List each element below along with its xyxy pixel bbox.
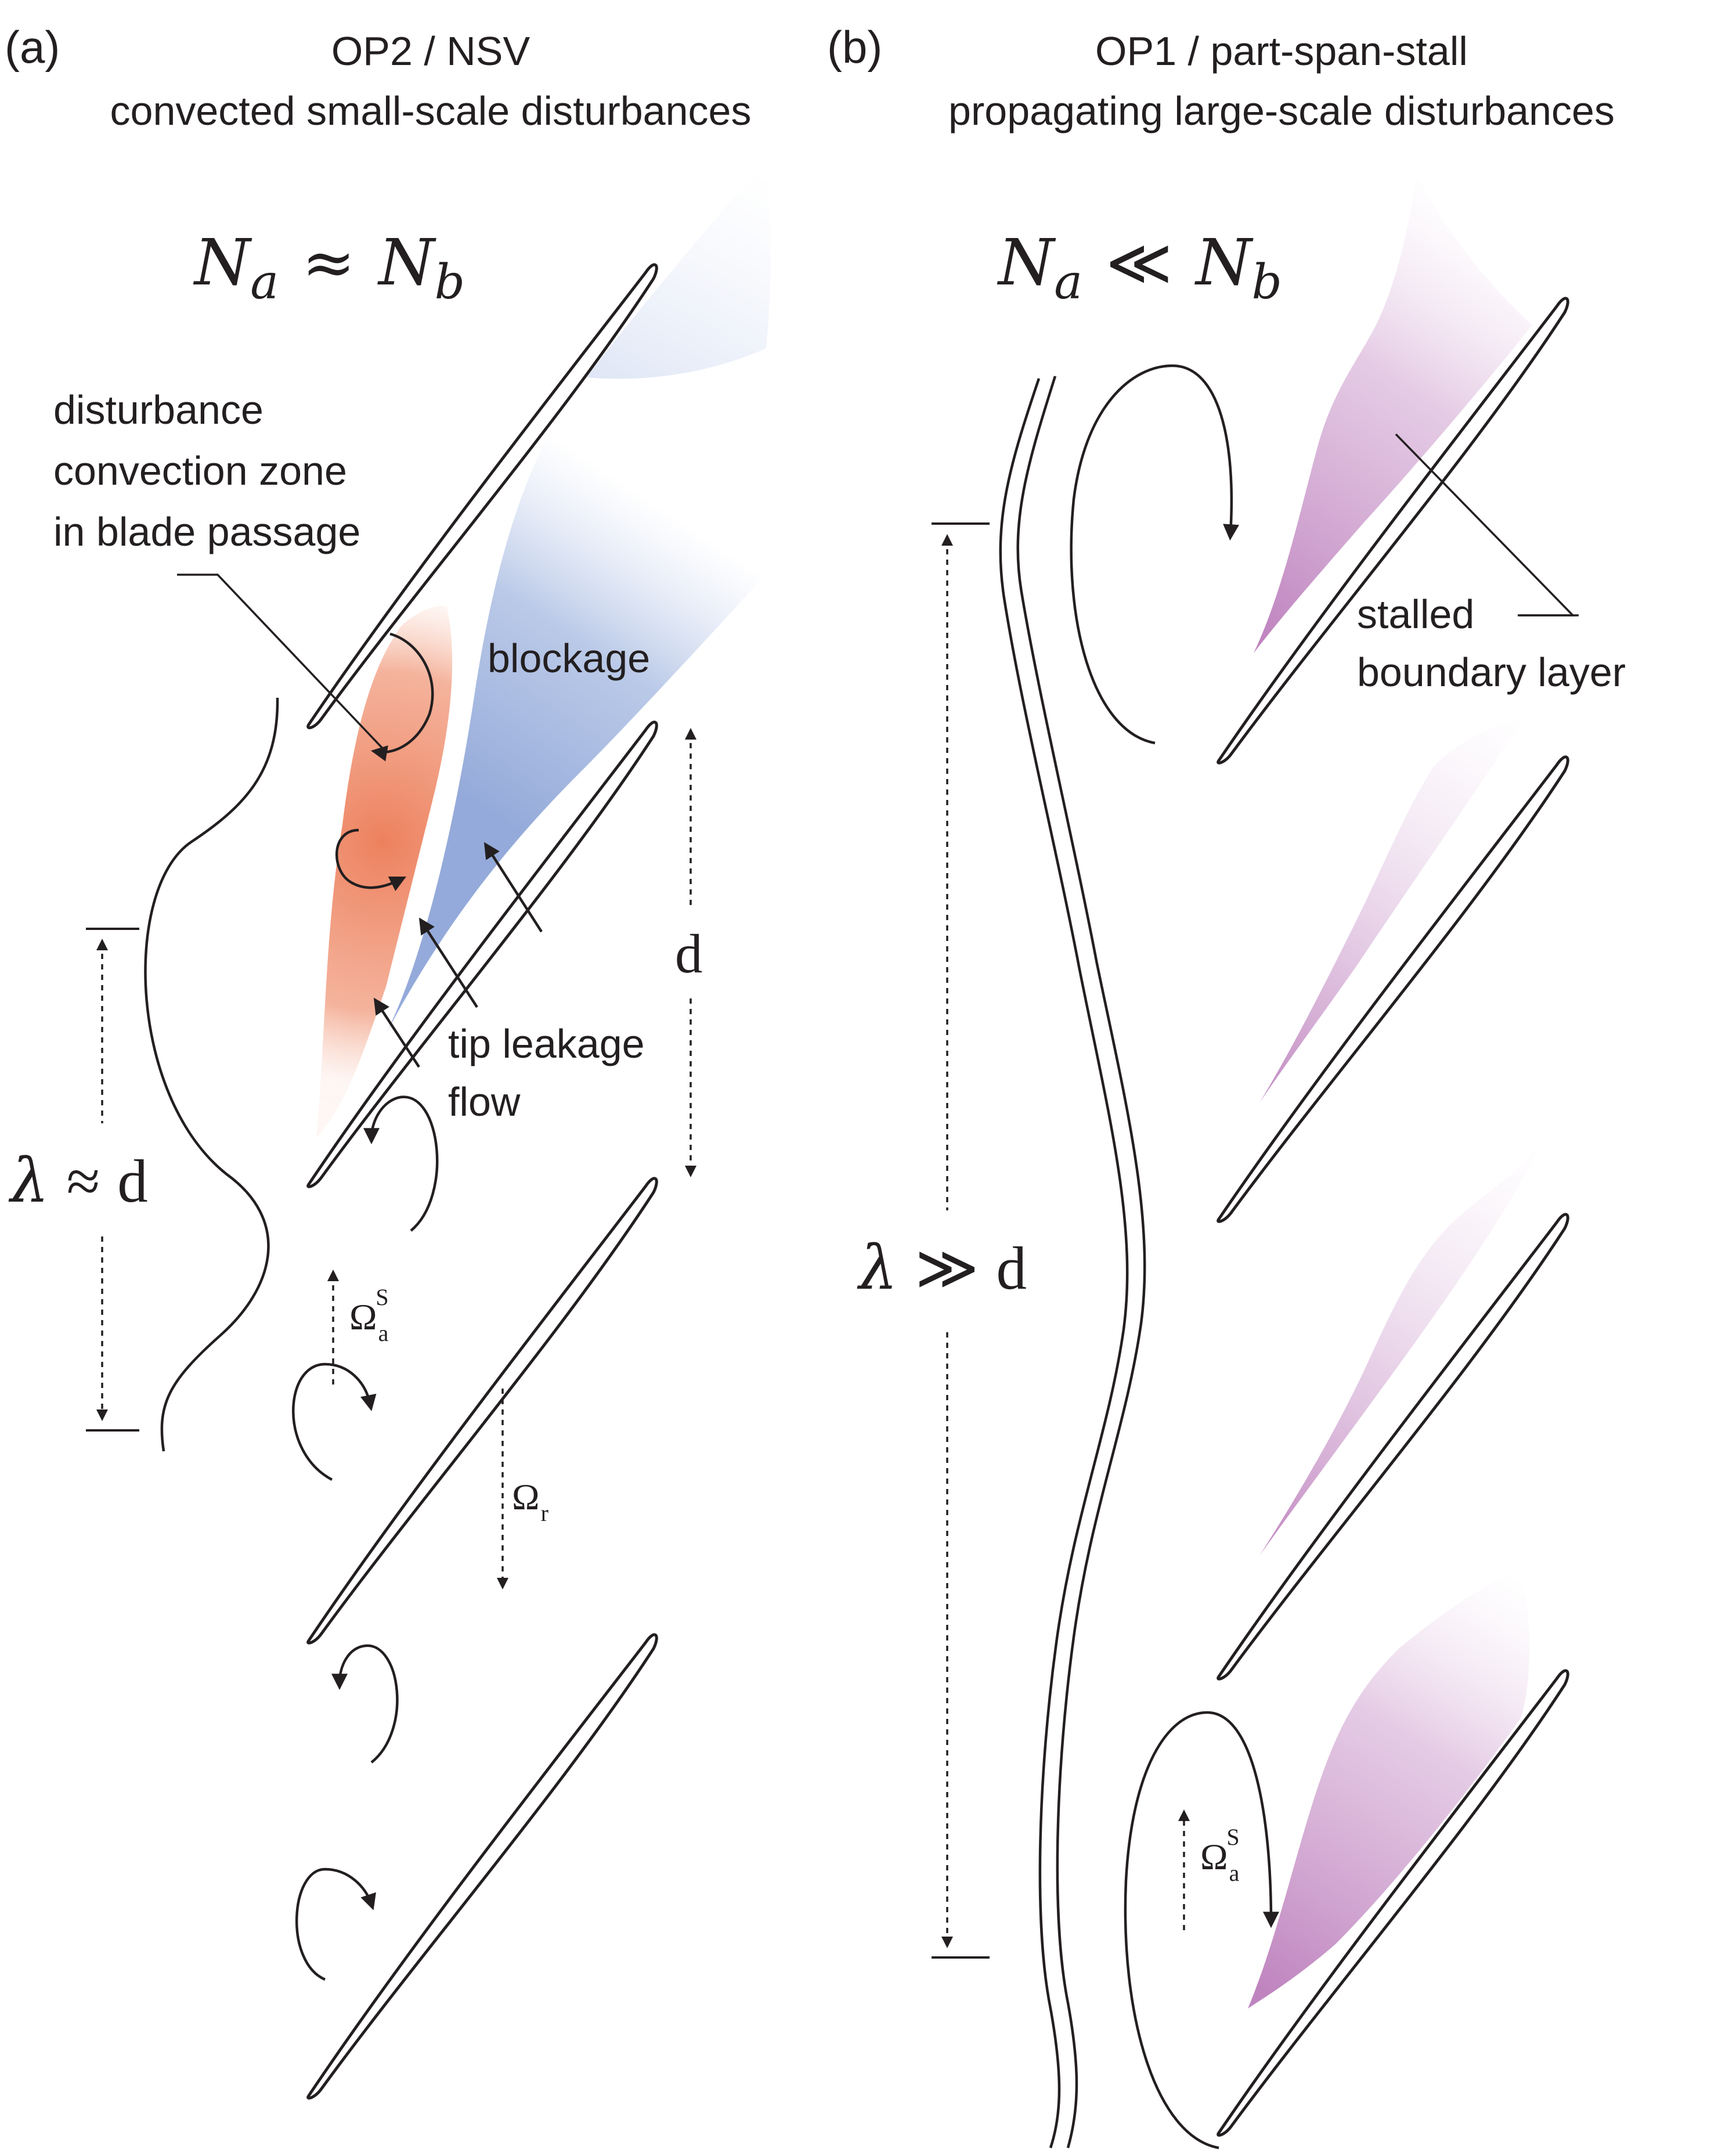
rotor-blade-b-1 xyxy=(1217,297,1569,765)
stalled-boundary-layer-1 xyxy=(1254,174,1532,653)
zone-label: disturbance convection zone in blade pas… xyxy=(53,387,360,554)
omega-a-label: ΩaS xyxy=(349,1284,389,1346)
omega-a-b-superscript: S xyxy=(1226,1824,1239,1850)
omega-r-label: Ωr xyxy=(512,1476,548,1526)
relation-na-symbol: N xyxy=(193,225,252,300)
panel-a-relation: Na ≈ Nb xyxy=(193,225,465,310)
wavelength-relation-a: λ ≈d xyxy=(8,1145,148,1216)
panel-b-tag: (b) xyxy=(827,21,882,73)
vortex-trailing-1 xyxy=(363,1095,439,1232)
wavelength-d-a: d xyxy=(117,1147,148,1215)
wavelength-much-greater-b: ≫ xyxy=(915,1234,979,1302)
rotor-blade-3 xyxy=(306,1177,658,1645)
relation-much-less-operator: ≪ xyxy=(1106,225,1172,300)
wavelength-lambda-b: λ xyxy=(857,1232,898,1303)
omega-a-subscript: a xyxy=(378,1320,389,1346)
vortex-trailing-3 xyxy=(331,1644,399,1764)
omega-r-subscript: r xyxy=(541,1500,548,1526)
wavelength-lambda-a: λ xyxy=(8,1145,49,1216)
omega-a-symbol: Ω xyxy=(349,1296,377,1337)
stalled-layer-label: stalled boundary layer xyxy=(1357,592,1626,695)
panel-a-tag: (a) xyxy=(5,21,60,73)
omega-a-b-symbol: Ω xyxy=(1200,1836,1228,1877)
panel-a: (a) OP2 / NSV convected small-scale dist… xyxy=(5,21,771,2100)
rotor-blade-4 xyxy=(306,1633,658,2100)
stalled-boundary-layer-2 xyxy=(1259,714,1526,1103)
blockage-label: blockage xyxy=(488,636,650,681)
relation-nb-subscript: b xyxy=(435,255,465,310)
vortex-zone-upper xyxy=(370,632,434,762)
relation-b-nb-subscript: b xyxy=(1252,255,1283,310)
tip-leakage-label-line2: flow xyxy=(448,1079,521,1124)
relation-b-na-subscript: a xyxy=(1054,255,1082,310)
relation-approx-operator: ≈ xyxy=(302,225,355,300)
stalled-layer-label-line2: boundary layer xyxy=(1357,650,1626,695)
rotor-blade-b-2 xyxy=(1217,755,1569,1223)
vortex-trailing-4 xyxy=(295,1867,376,1981)
stalled-layer-label-line1: stalled xyxy=(1357,592,1474,637)
disturbance-wave-short xyxy=(144,697,279,1452)
stalled-boundary-layer-4 xyxy=(1248,1567,1529,2009)
panel-a-title-line2: convected small-scale disturbances xyxy=(110,88,752,134)
tip-leakage-arrow-3 xyxy=(373,997,420,1068)
disturbance-convection-zone xyxy=(316,605,453,1138)
tip-leakage-label-line1: tip leakage xyxy=(448,1021,645,1066)
blockage-region xyxy=(383,160,770,1039)
zone-label-line3: in blade passage xyxy=(53,509,360,554)
pitch-label: d xyxy=(675,923,703,985)
rotor-blade-b-3 xyxy=(1217,1213,1569,1681)
blockage-region-upper xyxy=(586,160,771,379)
wavelength-approx-a: ≈ xyxy=(67,1147,100,1215)
vortex-zone-lower xyxy=(335,828,407,892)
stalled-boundary-layer-3 xyxy=(1259,1138,1544,1556)
panel-b-title-line2: propagating large-scale disturbances xyxy=(948,88,1615,134)
omega-a-b-label: ΩaS xyxy=(1200,1824,1240,1886)
relation-b-na-symbol: N xyxy=(997,225,1056,300)
rotor-blade-2 xyxy=(306,720,658,1188)
panel-b-title-line1: OP1 / part-span-stall xyxy=(1095,28,1468,74)
tip-leakage-arrow-2 xyxy=(418,917,478,1008)
stalled-layer-leader-line xyxy=(1395,433,1576,616)
vortex-trailing-2 xyxy=(292,1362,377,1481)
tip-leakage-arrow-1 xyxy=(483,842,543,933)
panel-b-relation: Na ≪ Nb xyxy=(997,225,1282,310)
tip-leakage-label: tip leakage flow xyxy=(448,1021,656,1124)
vortex-stall-lower xyxy=(1124,1711,1279,2150)
panel-a-title-line1: OP2 / NSV xyxy=(331,28,530,74)
disturbance-wave-long-inner xyxy=(999,378,1129,2148)
relation-na-subscript: a xyxy=(250,255,279,310)
relation-b-nb-symbol: N xyxy=(1194,225,1254,300)
zone-label-line1: disturbance xyxy=(53,387,263,432)
omega-r-symbol: Ω xyxy=(512,1476,540,1517)
omega-a-superscript: S xyxy=(376,1284,388,1310)
rotor-blade-b-4 xyxy=(1217,1669,1569,2137)
panel-b: (b) OP1 / part-span-stall propagating la… xyxy=(827,21,1626,2150)
disturbance-wave-long-outer xyxy=(1016,376,1146,2148)
zone-leader-line xyxy=(177,574,384,750)
relation-nb-symbol: N xyxy=(377,225,436,300)
wavelength-relation-b: λ≫d xyxy=(857,1232,1027,1303)
zone-label-line2: convection zone xyxy=(53,448,347,493)
omega-a-b-subscript: a xyxy=(1229,1860,1240,1886)
rotor-blade-1 xyxy=(306,263,658,730)
vortex-stall-upper xyxy=(1070,364,1240,745)
wavelength-d-b: d xyxy=(996,1234,1027,1302)
